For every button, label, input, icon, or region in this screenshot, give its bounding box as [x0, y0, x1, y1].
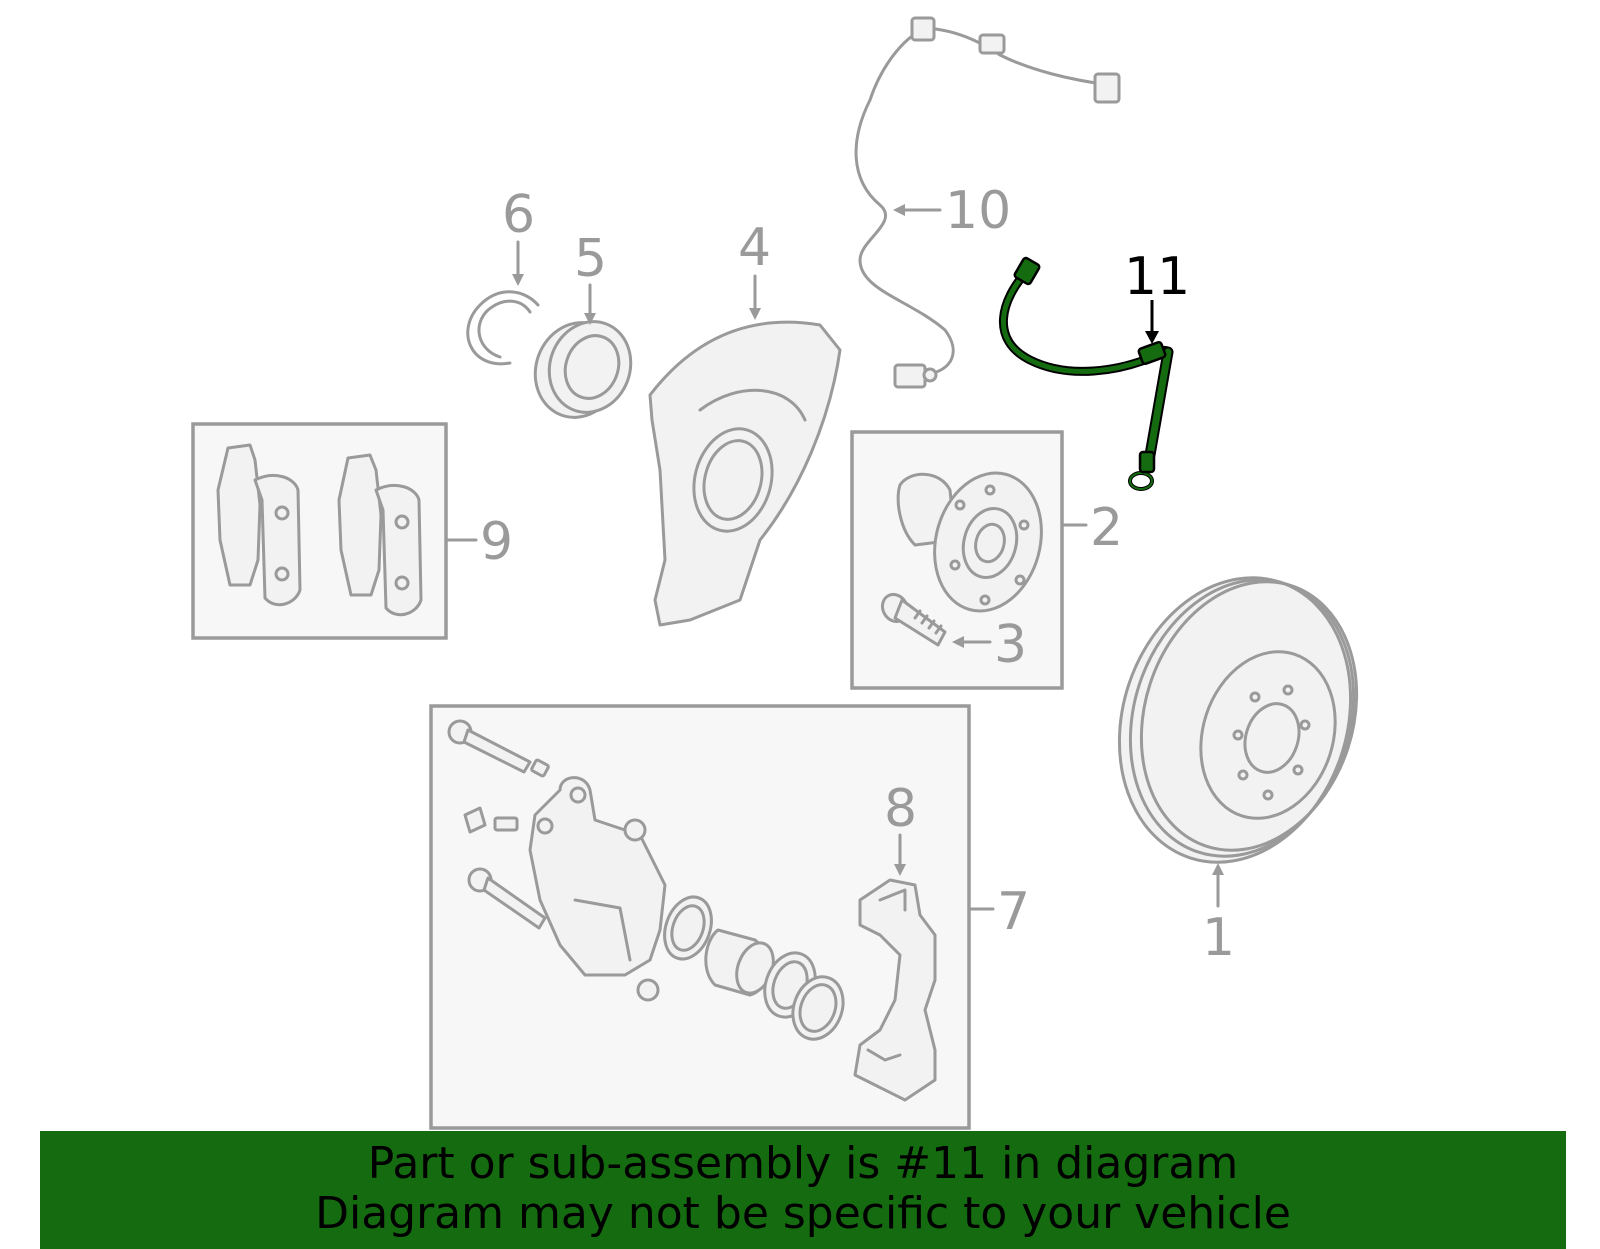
info-banner: Part or sub-assembly is #11 in diagram D…: [40, 1131, 1566, 1249]
wheel-stud-part[interactable]: [878, 590, 947, 647]
banner-line-disclaimer: Diagram may not be specific to your vehi…: [315, 1188, 1291, 1239]
label-10: 10: [945, 181, 1011, 241]
arrow-8: [894, 864, 906, 876]
brake-hose-part[interactable]: [999, 256, 1174, 491]
arrow-11: [1145, 331, 1159, 344]
label-4: 4: [738, 218, 771, 278]
arrow-3: [952, 636, 964, 648]
label-2: 2: [1090, 498, 1123, 558]
caliper-assembly-part: [447, 719, 845, 1041]
arrow-6: [512, 274, 524, 286]
banner-line-part-number: Part or sub-assembly is #11 in diagram: [367, 1138, 1239, 1189]
label-6: 6: [502, 185, 535, 245]
label-7: 7: [997, 882, 1030, 942]
wheel-bearing-part[interactable]: [522, 310, 643, 429]
snap-ring-part[interactable]: [466, 290, 540, 366]
wheel-hub-part: [896, 471, 1043, 613]
label-9: 9: [480, 512, 513, 572]
label-8: 8: [884, 779, 917, 839]
brake-rotor-part[interactable]: [1084, 547, 1391, 892]
arrow-5: [584, 313, 596, 325]
dust-shield-part[interactable]: [648, 320, 842, 627]
label-1: 1: [1202, 908, 1235, 968]
brake-pads-part: [216, 443, 423, 617]
arrow-1: [1212, 863, 1224, 875]
label-11: 11: [1124, 247, 1190, 307]
arrow-10: [893, 204, 905, 216]
label-5: 5: [574, 229, 607, 289]
abs-sensor-wire-part[interactable]: [854, 16, 1121, 389]
label-3: 3: [994, 615, 1027, 675]
caliper-bracket-part[interactable]: [853, 878, 937, 1102]
arrow-4: [749, 308, 761, 320]
